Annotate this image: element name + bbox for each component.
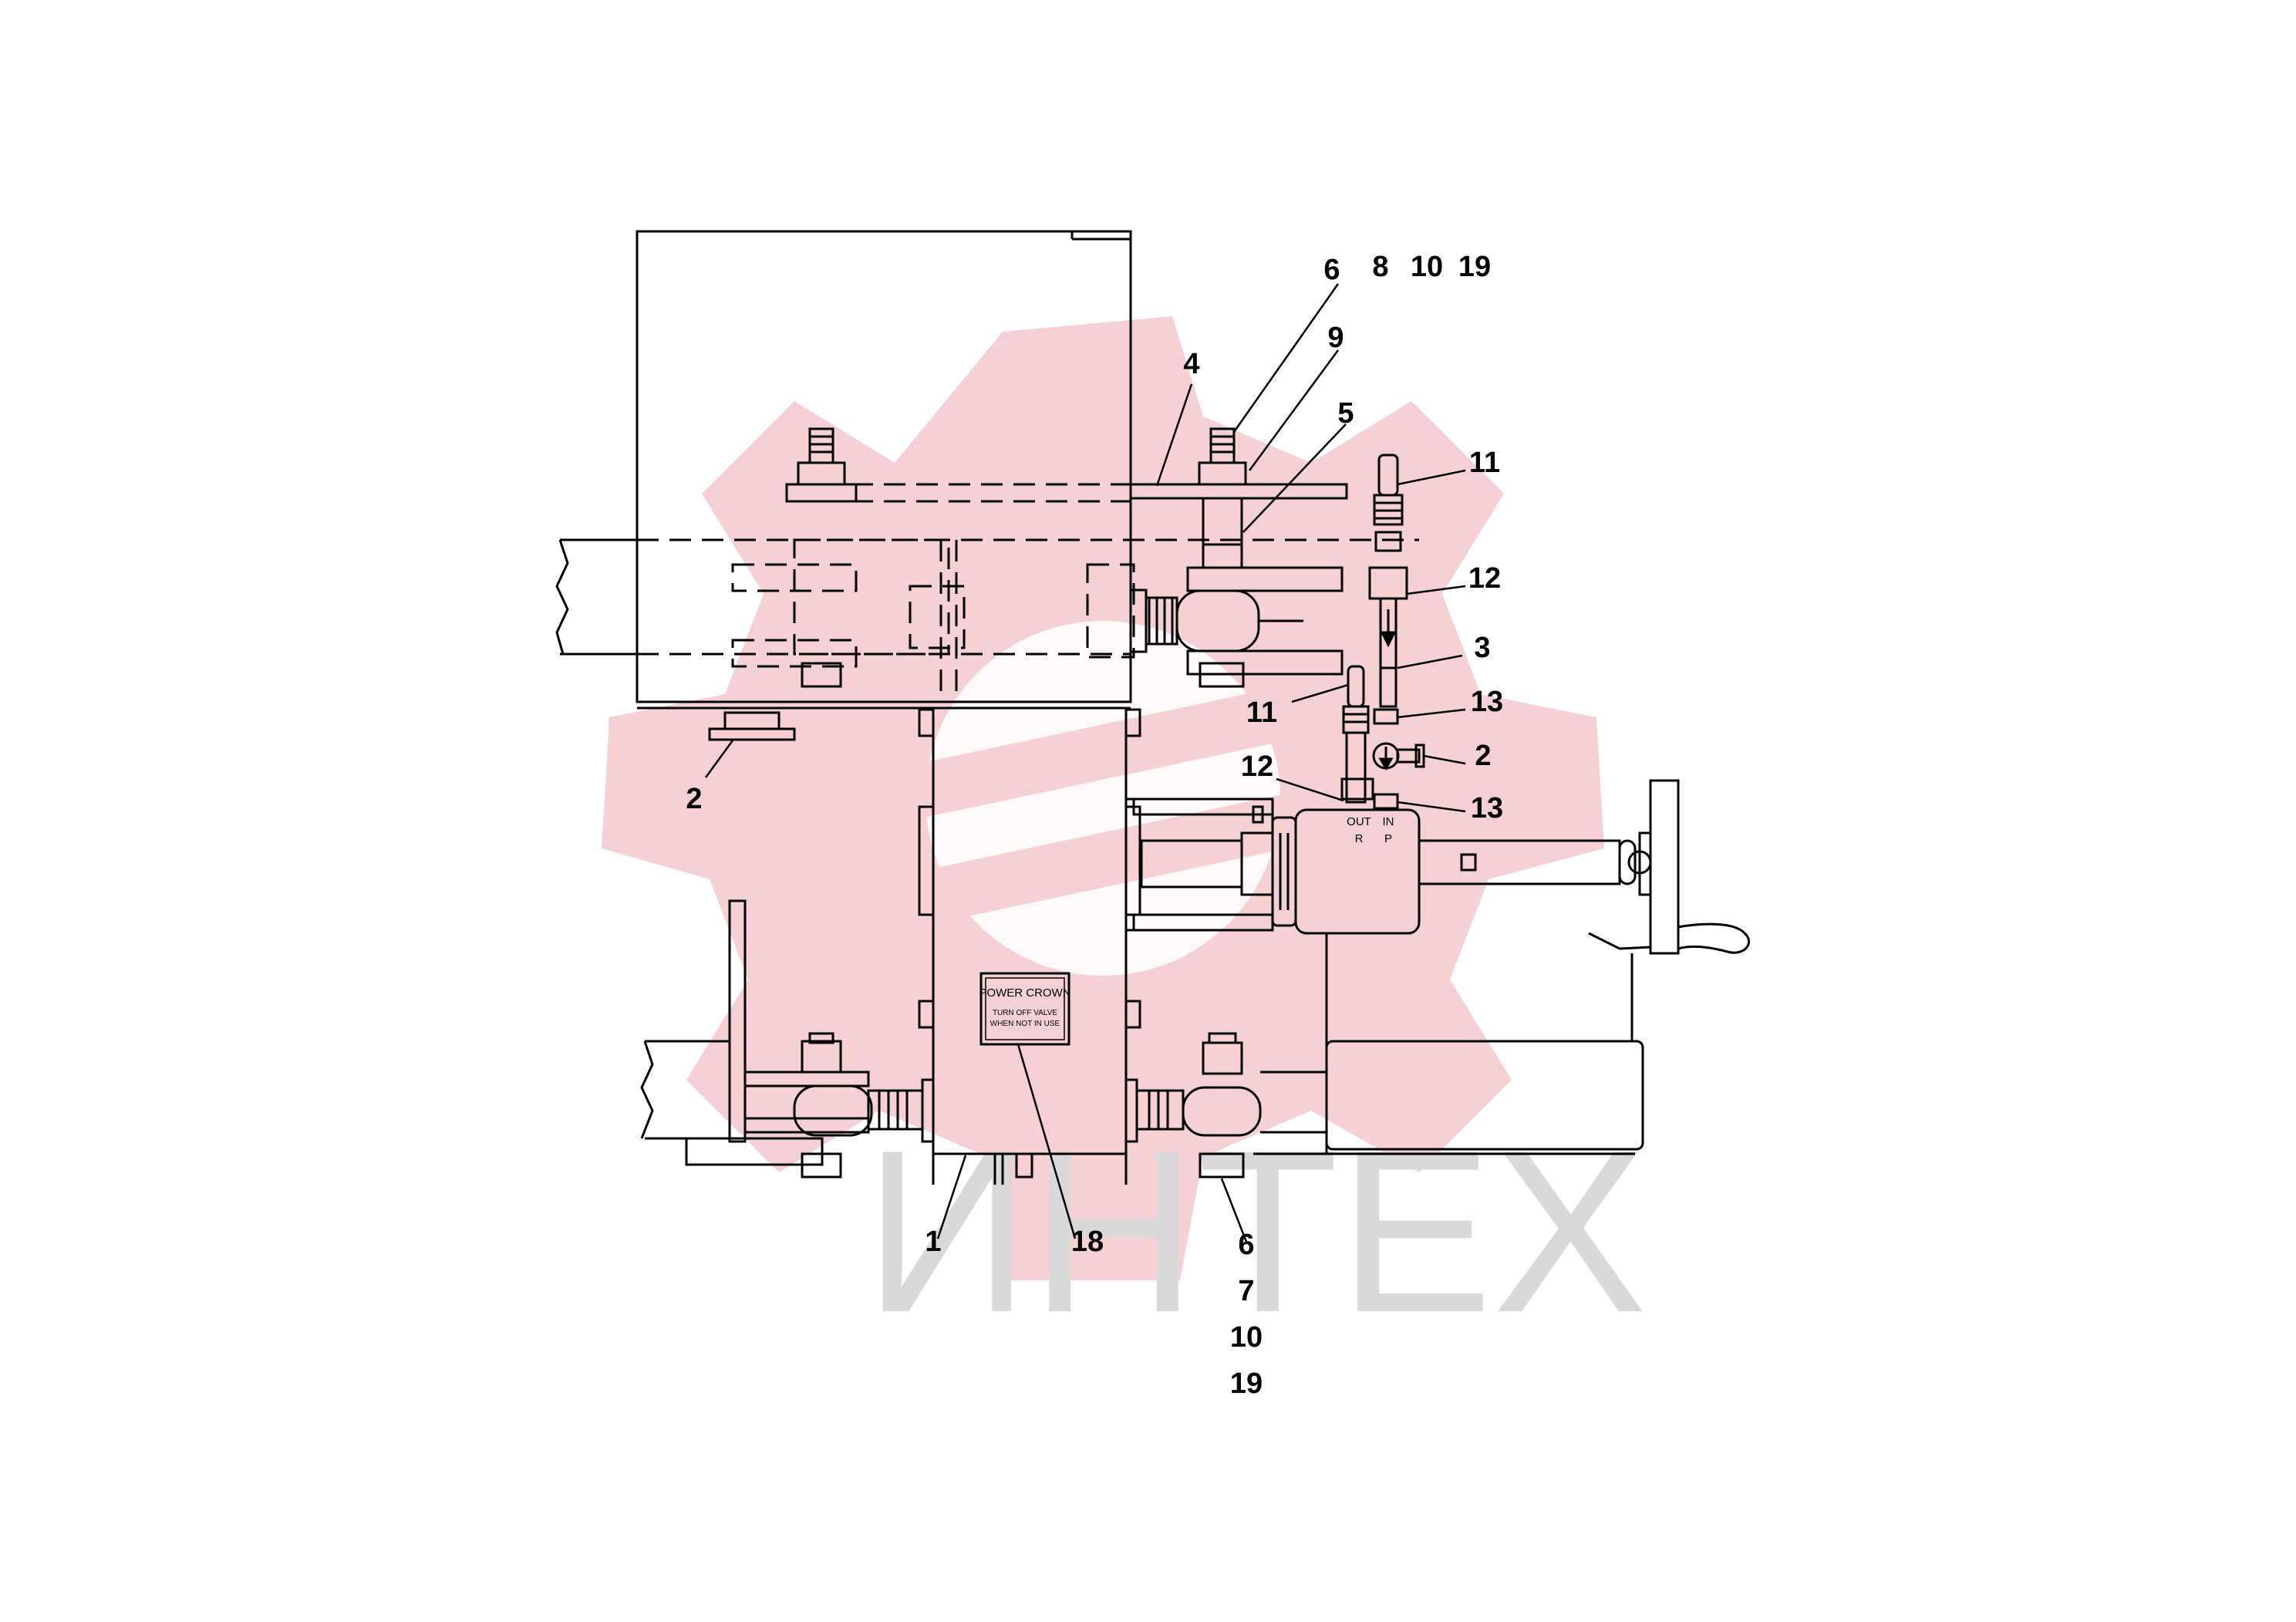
port-p-label: P [1384,832,1392,845]
callout-18: 18 [1071,1226,1104,1258]
left-lower-washer [708,711,796,741]
callout-12-lower: 12 [1241,750,1273,783]
callout-19-bottom: 19 [1230,1367,1263,1400]
lower-left-tube [640,899,824,1166]
watermark-logo [602,316,1604,1280]
callout-7-bottom: 7 [1238,1275,1254,1307]
callout-10-top: 10 [1411,251,1443,283]
callout-1: 1 [925,1226,941,1258]
callout-8-top: 8 [1372,251,1388,283]
callout-13-lower: 13 [1471,792,1503,824]
right-upper-bolt [1129,427,1348,688]
callout-2-left: 2 [686,783,702,815]
callout-13-upper: 13 [1471,686,1503,718]
lower-cylinder [1315,933,1644,1155]
watermark-text: ИНТЕХ [864,1101,1647,1361]
port-out-label: OUT [1347,815,1371,828]
left-tube-upper [555,538,637,656]
hydraulic-line-upper [1368,454,1408,708]
label-plate-text: POWER CROWN TURN OFF VALVE WHEN NOT IN U… [979,986,1070,1028]
hidden-lines [637,483,1419,694]
callout-2-right: 2 [1475,740,1491,772]
port-r-label: R [1355,832,1364,845]
flow-arrows [1378,609,1397,771]
label-plate-title: POWER CROWN [979,986,1070,1000]
callout-19-top: 19 [1458,251,1491,283]
callout-11-lower: 11 [1246,696,1277,729]
port-in-label: IN [1383,815,1394,828]
callout-3: 3 [1474,632,1490,664]
label-plate-line2: WHEN NOT IN USE [990,1020,1060,1028]
callout-10-bottom: 10 [1230,1321,1263,1354]
callout-9: 9 [1327,322,1344,354]
callout-numbers: 6 8 10 19 4 9 5 11 12 3 11 13 2 12 13 2 … [686,251,1503,1400]
left-upper-bolt [785,427,858,688]
lower-left-clevis [743,1032,935,1179]
lower-right-clevis [1124,1032,1327,1179]
hydraulic-line-lower [1340,665,1399,810]
callout-6-top: 6 [1323,254,1340,286]
leader-lines [704,283,1466,1243]
callout-12-upper: 12 [1468,562,1501,595]
label-plate-line1: TURN OFF VALVE [993,1009,1057,1017]
callout-4: 4 [1183,348,1199,380]
port-labels: OUT IN R P [1347,815,1394,845]
callout-6-bottom: 6 [1238,1229,1254,1261]
callout-11-upper: 11 [1469,447,1500,479]
callout-5: 5 [1337,397,1354,430]
label-plate [979,972,1070,1046]
handwheel [1588,779,1750,955]
upper-clevis [1129,566,1344,676]
